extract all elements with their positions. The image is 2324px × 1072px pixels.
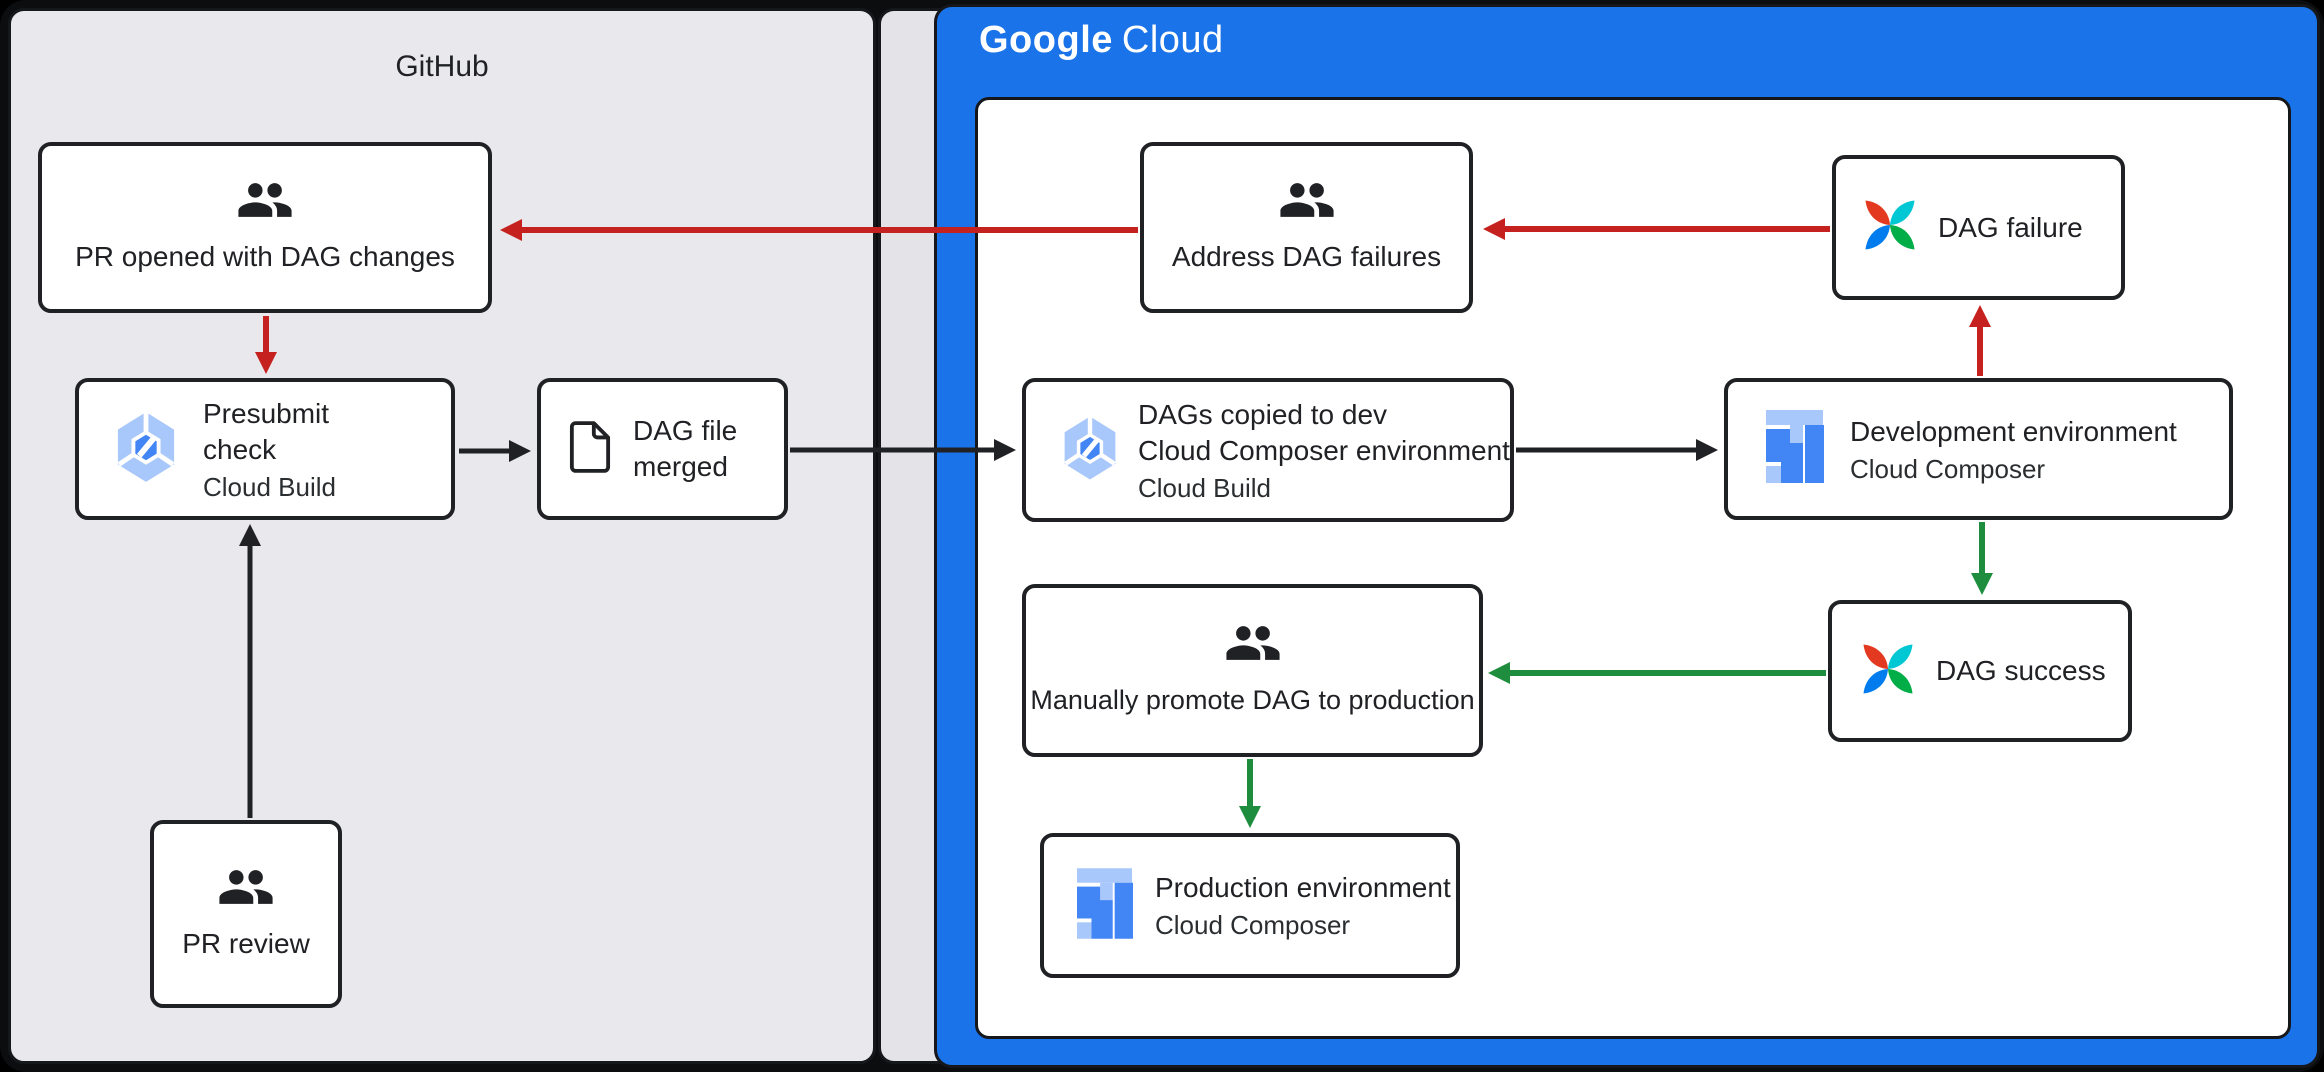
node-address-dag-failures: Address DAG failures <box>1140 142 1473 313</box>
people-icon <box>1224 623 1282 668</box>
node-label: DAG success <box>1936 655 2106 686</box>
node-dag-file-merged: DAG file merged <box>537 378 788 520</box>
node-label: Production environment <box>1155 872 1451 903</box>
node-label: DAG failure <box>1938 211 2083 243</box>
node-presubmit-check: Presubmit check Cloud Build <box>75 378 455 520</box>
cloud-composer-icon <box>1077 868 1133 944</box>
document-icon <box>569 421 611 478</box>
node-label: Manually promote DAG to production <box>1030 685 1475 715</box>
node-label: DAG file merged <box>633 415 738 482</box>
google-wordmark: Google <box>979 19 1113 61</box>
node-label: PR review <box>182 927 310 959</box>
node-sublabel: Cloud Build <box>203 471 336 502</box>
node-sublabel: Cloud Composer <box>1850 453 2046 484</box>
node-label: Presubmit check <box>203 397 330 465</box>
node-pr-opened: PR opened with DAG changes <box>38 142 492 313</box>
people-icon <box>1278 180 1336 225</box>
node-label: Address DAG failures <box>1171 241 1442 272</box>
node-dag-success: DAG success <box>1828 600 2132 742</box>
node-dags-copied-to-dev: DAGs copied to dev Cloud Composer enviro… <box>1022 378 1514 522</box>
node-label: PR opened with DAG changes <box>75 241 455 272</box>
node-production-environment: Production environment Cloud Composer <box>1040 833 1460 978</box>
node-label: DAGs copied to dev Cloud Composer enviro… <box>1138 398 1510 466</box>
node-development-environment: Development environment Cloud Composer <box>1724 378 2233 520</box>
node-pr-review: PR review <box>150 820 342 1008</box>
node-sublabel: Cloud Composer <box>1155 910 1351 940</box>
cloud-build-icon <box>1062 415 1118 486</box>
node-manually-promote-dag: Manually promote DAG to production <box>1022 584 1483 757</box>
node-sublabel: Cloud Build <box>1138 472 1271 503</box>
node-label: Development environment <box>1850 415 2177 447</box>
people-icon <box>217 867 275 912</box>
airflow-icon <box>1860 641 1916 702</box>
cloud-build-icon <box>115 411 177 488</box>
node-dag-failure: DAG failure <box>1832 155 2125 300</box>
cloud-wordmark: Cloud <box>1121 19 1224 61</box>
airflow-icon <box>1862 197 1918 258</box>
github-panel-title: GitHub <box>395 49 489 83</box>
cloud-composer-icon <box>1766 410 1824 488</box>
people-icon <box>236 180 294 225</box>
